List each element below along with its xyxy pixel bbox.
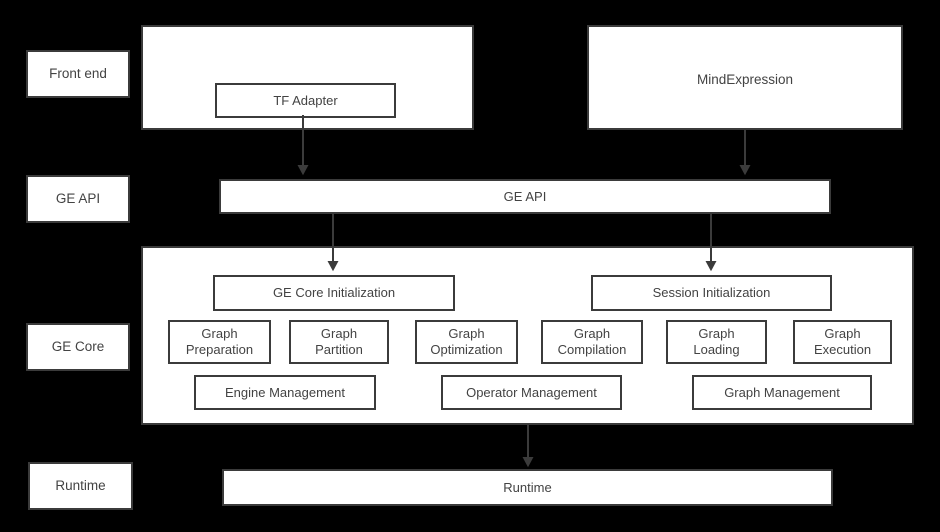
- stage-label-runtime-text: Runtime: [55, 477, 106, 493]
- manager-operator-management-label: Operator Management: [466, 384, 597, 400]
- mindexpression-container: MindExpression: [587, 25, 903, 130]
- runtime-bar: Runtime: [222, 469, 833, 506]
- tf-adapter-box: TF Adapter: [215, 83, 396, 118]
- stage-label-ge-api: GE API: [26, 175, 130, 223]
- stage-label-front-end-text: Front end: [49, 65, 107, 81]
- stage-label-ge-core-text: GE Core: [51, 338, 105, 354]
- module-graph-execution-label: Graph Execution: [813, 326, 872, 357]
- module-graph-execution: Graph Execution: [793, 320, 892, 364]
- ge-core-initialization-label: GE Core Initialization: [272, 285, 396, 301]
- module-graph-preparation-label: Graph Preparation: [185, 326, 254, 357]
- manager-engine-management-label: Engine Management: [225, 384, 345, 400]
- ge-api-bar: GE API: [219, 179, 831, 214]
- stage-label-front-end: Front end: [26, 50, 130, 98]
- module-graph-partition: Graph Partition: [289, 320, 389, 364]
- module-graph-loading-label: Graph Loading: [693, 326, 740, 357]
- manager-engine-management: Engine Management: [194, 375, 376, 410]
- stage-label-runtime: Runtime: [28, 462, 133, 510]
- module-graph-compilation: Graph Compilation: [541, 320, 643, 364]
- manager-graph-management: Graph Management: [692, 375, 872, 410]
- tf-adapter-label: TF Adapter: [273, 92, 338, 108]
- manager-graph-management-label: Graph Management: [724, 384, 840, 400]
- runtime-bar-label: Runtime: [503, 479, 552, 495]
- session-initialization-label: Session Initialization: [652, 285, 771, 301]
- module-graph-partition-label: Graph Partition: [315, 326, 363, 357]
- ge-core-initialization-box: GE Core Initialization: [213, 275, 455, 311]
- module-graph-preparation: Graph Preparation: [168, 320, 271, 364]
- ge-api-bar-label: GE API: [503, 188, 547, 204]
- module-graph-optimization-label: Graph Optimization: [430, 326, 503, 357]
- module-graph-optimization: Graph Optimization: [415, 320, 518, 364]
- manager-operator-management: Operator Management: [441, 375, 622, 410]
- session-initialization-box: Session Initialization: [591, 275, 832, 311]
- stage-label-ge-api-text: GE API: [55, 190, 101, 206]
- mindexpression-title: MindExpression: [696, 72, 794, 87]
- module-graph-compilation-label: Graph Compilation: [557, 326, 627, 357]
- tensorflow-container: Tensorflow TF Adapter: [141, 25, 474, 130]
- stage-label-ge-core: GE Core: [26, 323, 130, 371]
- ge-core-container: GE Core Initialization Session Initializ…: [141, 246, 914, 425]
- module-graph-loading: Graph Loading: [666, 320, 767, 364]
